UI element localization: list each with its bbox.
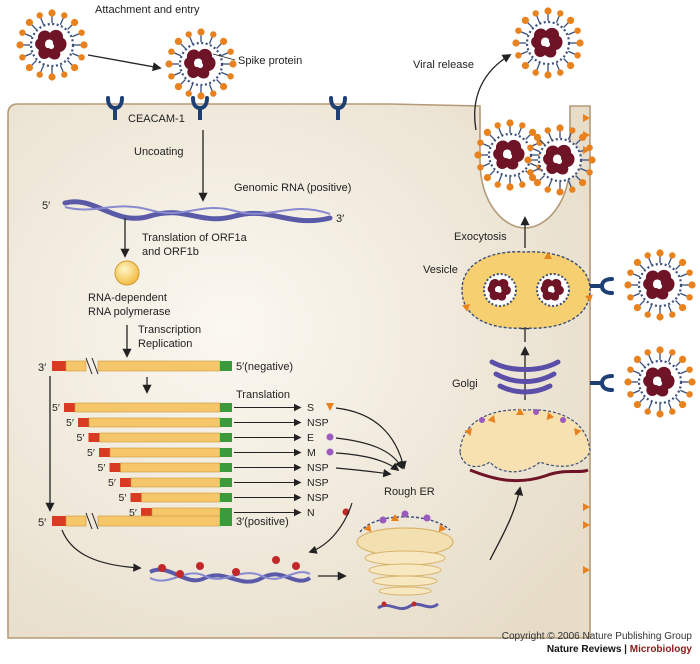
viral-release-arrow <box>474 54 512 131</box>
vesicle-icon <box>461 251 593 329</box>
uncoating-label: Uncoating <box>134 146 184 158</box>
spike-protein-icon <box>326 403 334 411</box>
sgrna-polyA <box>220 448 232 457</box>
translation-orf-label-2: and ORF1b <box>142 246 199 258</box>
golgi-label: Golgi <box>452 378 478 390</box>
cell-body <box>7 103 591 639</box>
positive-label: 3′(positive) <box>236 516 289 528</box>
sgrna-body <box>74 402 221 413</box>
sgrna-5prime-label: 5′ <box>77 432 85 444</box>
brand-separator: | <box>624 644 627 655</box>
negative-3prime-label: 3′ <box>38 362 46 374</box>
nucleocapsid-helix <box>149 556 312 584</box>
budding-compartment-icon <box>459 408 591 483</box>
replication-label: Replication <box>138 338 192 350</box>
assembly-arrow <box>61 529 142 572</box>
rdrp-label-1: RNA-dependent <box>88 292 167 304</box>
vesicle-label: Vesicle <box>423 264 458 276</box>
er-to-golgi-arrow <box>489 486 524 561</box>
membrane-protein-icon <box>326 433 334 441</box>
positive-strand-bar <box>52 512 232 530</box>
genomic-5prime-label: 5′ <box>42 200 50 212</box>
virion-bound-2-icon <box>623 345 697 419</box>
rough-er-label: Rough ER <box>384 486 435 498</box>
sgrna-leader <box>99 448 110 457</box>
sgrna-leader <box>109 463 121 472</box>
protein-to-er-arrows <box>308 407 407 554</box>
genomic-3prime-label: 3′ <box>336 213 344 225</box>
golgi-icon <box>489 359 561 395</box>
sgrna-5prime-label: 5′ <box>108 477 116 489</box>
sgrna-5prime-label: 5′ <box>87 447 95 459</box>
sgrna-leader <box>64 403 75 412</box>
virion-free-icon <box>15 8 89 82</box>
sgrna-polyA <box>220 418 232 427</box>
protein-label: NSP <box>307 462 329 474</box>
protein-label: NSP <box>307 417 329 429</box>
attachment-arrow <box>87 54 162 72</box>
spike-protein-label: Spike protein <box>238 55 302 67</box>
sgrna-leader <box>88 433 100 442</box>
sgrna-leader <box>78 418 89 427</box>
sgrna-polyA <box>220 508 232 517</box>
sgrna-leader <box>130 493 142 502</box>
virion-attaching-icon <box>164 27 238 101</box>
right-receptor-icon <box>588 277 614 392</box>
sgrna-leader <box>120 478 131 487</box>
sgrna-body <box>130 477 221 488</box>
virion-released-icon <box>511 6 585 80</box>
brand-name: Nature Reviews <box>546 644 622 655</box>
sgrna-5prime-label: 5′ <box>119 492 127 504</box>
transcription-label: Transcription <box>138 324 201 336</box>
exocytosis-label: Exocytosis <box>454 231 507 243</box>
sgrna-5prime-label: 5′ <box>129 507 137 519</box>
sgrna-body <box>120 462 221 473</box>
sgrna-5prime-label: 5′ <box>52 402 60 414</box>
virion-bound-1-icon <box>623 248 697 322</box>
sgrna-polyA <box>220 403 232 412</box>
protein-label: N <box>307 507 315 519</box>
protein-label: E <box>307 432 314 444</box>
negative-label: 5′(negative) <box>236 361 293 373</box>
attachment-label: Attachment and entry <box>95 4 200 16</box>
sgrna-polyA <box>220 463 232 472</box>
viral-release-label: Viral release <box>413 59 474 71</box>
copyright-line: Copyright © 2006 Nature Publishing Group <box>501 631 692 642</box>
sgrna-body <box>141 492 221 503</box>
subgenomic-mrna-ladder: 5′ S 5′ NSP 5′ E 5′ M 5′ NSP 5′ NSP 5′ NSP 5′ N <box>52 402 350 519</box>
translation-orf-label-1: Translation of ORF1a <box>142 232 248 244</box>
sgrna-leader <box>141 508 152 517</box>
sgrna-body <box>88 417 221 428</box>
translation-label: Translation <box>236 389 290 401</box>
sgrna-body <box>151 507 221 518</box>
ceacam-label: CEACAM-1 <box>128 113 185 125</box>
sgrna-polyA <box>220 433 232 442</box>
sgrna-polyA <box>220 478 232 487</box>
sgrna-5prime-label: 5′ <box>66 417 74 429</box>
positive-5prime-label: 5′ <box>38 517 46 529</box>
spike-pointer <box>212 53 236 61</box>
sgrna-body <box>99 432 221 443</box>
journal-name: Microbiology <box>629 644 692 655</box>
sgrna-body <box>109 447 221 458</box>
protein-label: M <box>307 447 316 459</box>
sgrna-polyA <box>220 493 232 502</box>
rdrp-label-2: RNA polymerase <box>88 306 171 318</box>
membrane-protein-icon <box>326 448 334 456</box>
protein-label: NSP <box>307 477 329 489</box>
protein-label: NSP <box>307 492 329 504</box>
journal-line: Nature Reviews | Microbiology <box>502 643 692 656</box>
copyright-block: Copyright © 2006 Nature Publishing Group… <box>502 630 692 656</box>
negative-strand-bar <box>52 357 232 375</box>
rdrp-sphere-icon <box>114 260 140 286</box>
rough-er-icon <box>356 510 454 611</box>
protein-label: S <box>307 402 314 414</box>
genomic-rna-label: Genomic RNA (positive) <box>234 182 351 194</box>
virion-exocytosis-1-icon <box>473 118 547 192</box>
sgrna-5prime-label: 5′ <box>98 462 106 474</box>
genomic-rna-strand <box>62 199 333 224</box>
